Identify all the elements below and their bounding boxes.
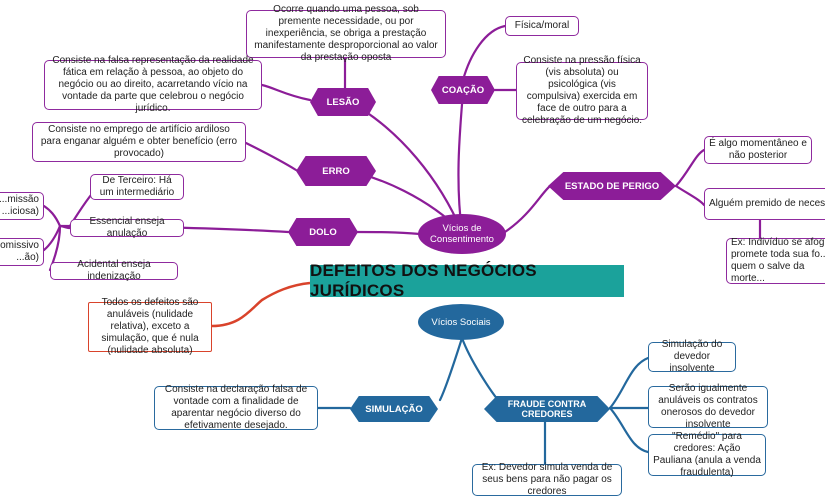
simulacao-label: SIMULAÇÃO — [365, 403, 423, 415]
vicios-sociais-node[interactable]: Vícios Sociais — [418, 304, 504, 340]
line-sociais-simulacao — [438, 336, 464, 402]
coacao-label: COAÇÃO — [441, 84, 485, 96]
fraude-exemplo-box: Ex: Devedor simula venda de seus bens pa… — [472, 462, 622, 497]
simulacao-definicao-box: Consiste na declaração falsa de vontade … — [154, 384, 318, 431]
vicios-sociais-label: Vícios Sociais — [431, 316, 491, 328]
fraude-exemplo: Ex: Devedor simula venda de seus bens pa… — [481, 462, 613, 497]
estado-exemplo-box: Ex: Indivíduo se afog... promete toda su… — [726, 237, 825, 284]
estado-premido-box: Alguém premido de necessi... obrigação e… — [704, 188, 825, 220]
dolo-terceiro: De Terceiro: Há um intermediário — [99, 175, 175, 198]
line-dolo — [355, 230, 422, 236]
dolo-essencial: Essencial enseja anulação — [89, 216, 165, 239]
title-banner: DEFEITOS DOS NEGÓCIOS JURÍDICOS — [310, 261, 624, 300]
dolo-comissivo: ...omissivo ...ão) — [0, 240, 39, 263]
dolo-essencial-box: Essencial enseja anulação — [70, 216, 184, 239]
line-coacao-tipo — [461, 24, 507, 82]
anulaveis-text: Todos os defeitos são anuláveis (nulidad… — [101, 297, 199, 356]
line-estado-premido — [674, 184, 706, 207]
line-coacao — [457, 90, 465, 234]
fraude-node[interactable]: FRAUDE CONTRA CREDORES — [484, 396, 610, 422]
simulacao-definicao: Consiste na declaração falsa de vontade … — [164, 384, 308, 431]
vicios-consentimento-label: Vícios de Consentimento — [430, 223, 494, 245]
dolo-omissao-box: ...missão ...iciosa) — [0, 192, 44, 220]
fraude-simulacao: Simulação do devedor insolvente — [661, 339, 723, 374]
estado-perigo-node[interactable]: ESTADO DE PERIGO — [548, 172, 676, 200]
lesao-definicao: Ocorre quando uma pessoa, sob premente n… — [254, 4, 438, 63]
estado-premido: Alguém premido de necessi... obrigação e… — [709, 198, 825, 209]
line-sociais-fraude — [460, 336, 500, 402]
erro-definicao: Consiste no emprego de artifício ardilos… — [40, 124, 238, 159]
line-anulaveis — [211, 281, 311, 328]
estado-momentaneo-box: É algo momentâneo e não posterior — [704, 136, 812, 164]
coacao-tipo-box: Física/moral — [505, 16, 579, 36]
lesao-node[interactable]: LESÃO — [310, 88, 376, 116]
coacao-definicao-box: Consiste na pressão física (vis absoluta… — [516, 55, 648, 126]
coacao-tipo: Física/moral — [514, 20, 570, 31]
line-erro-def — [244, 141, 298, 172]
vicios-consentimento-node[interactable]: Vícios de Consentimento — [418, 214, 506, 254]
dolo-omissao: ...missão ...iciosa) — [0, 194, 39, 217]
estado-momentaneo: É algo momentâneo e não posterior — [709, 138, 807, 161]
estado-perigo-label: ESTADO DE PERIGO — [564, 180, 660, 192]
lesao-label: LESÃO — [326, 96, 360, 108]
fraude-anulaveis-box: Serão igualmente anuláveis os contratos … — [648, 383, 768, 430]
fraude-remedio-box: "Remédio" para credores: Ação Pauliana (… — [648, 431, 766, 478]
simulacao-node[interactable]: SIMULAÇÃO — [350, 396, 438, 422]
erro-definicao-box: Consiste no emprego de artifício ardilos… — [32, 122, 246, 162]
line-fraude-remedio — [608, 406, 650, 454]
fraude-simulacao-box: Simulação do devedor insolvente — [648, 339, 736, 374]
estado-exemplo: Ex: Indivíduo se afog... promete toda su… — [731, 237, 825, 284]
falsa-representacao: Consiste na falsa representação da reali… — [52, 55, 254, 114]
coacao-definicao: Consiste na pressão física (vis absoluta… — [521, 55, 643, 126]
line-lesao-erro — [260, 83, 312, 102]
line-estado-momentaneo — [674, 148, 706, 188]
line-estado — [503, 184, 552, 234]
title-text: DEFEITOS DOS NEGÓCIOS JURÍDICOS — [310, 261, 537, 300]
falsa-representacao-box: Consiste na falsa representação da reali… — [44, 55, 262, 114]
line-dolo-omissao — [42, 204, 62, 228]
dolo-node[interactable]: DOLO — [288, 218, 358, 246]
fraude-remedio: "Remédio" para credores: Ação Pauliana (… — [653, 431, 761, 478]
line-dolo-comissivo — [42, 224, 62, 252]
dolo-acidental: Acidental enseja indenização — [77, 259, 151, 282]
fraude-label: FRAUDE CONTRA CREDORES — [507, 399, 587, 419]
erro-label: ERRO — [322, 165, 350, 177]
coacao-node[interactable]: COAÇÃO — [431, 76, 495, 104]
line-fraude-simulacao — [608, 356, 650, 410]
fraude-anulaveis: Serão igualmente anuláveis os contratos … — [658, 383, 758, 430]
dolo-terceiro-box: De Terceiro: Há um intermediário — [90, 174, 184, 200]
erro-node[interactable]: ERRO — [296, 156, 376, 186]
dolo-label: DOLO — [309, 226, 337, 238]
dolo-comissivo-box: ...omissivo ...ão) — [0, 238, 44, 266]
anulaveis-box: Todos os defeitos são anuláveis (nulidad… — [88, 297, 212, 356]
dolo-acidental-box: Acidental enseja indenização — [50, 259, 178, 282]
lesao-definicao-box: Ocorre quando uma pessoa, sob premente n… — [246, 4, 446, 63]
